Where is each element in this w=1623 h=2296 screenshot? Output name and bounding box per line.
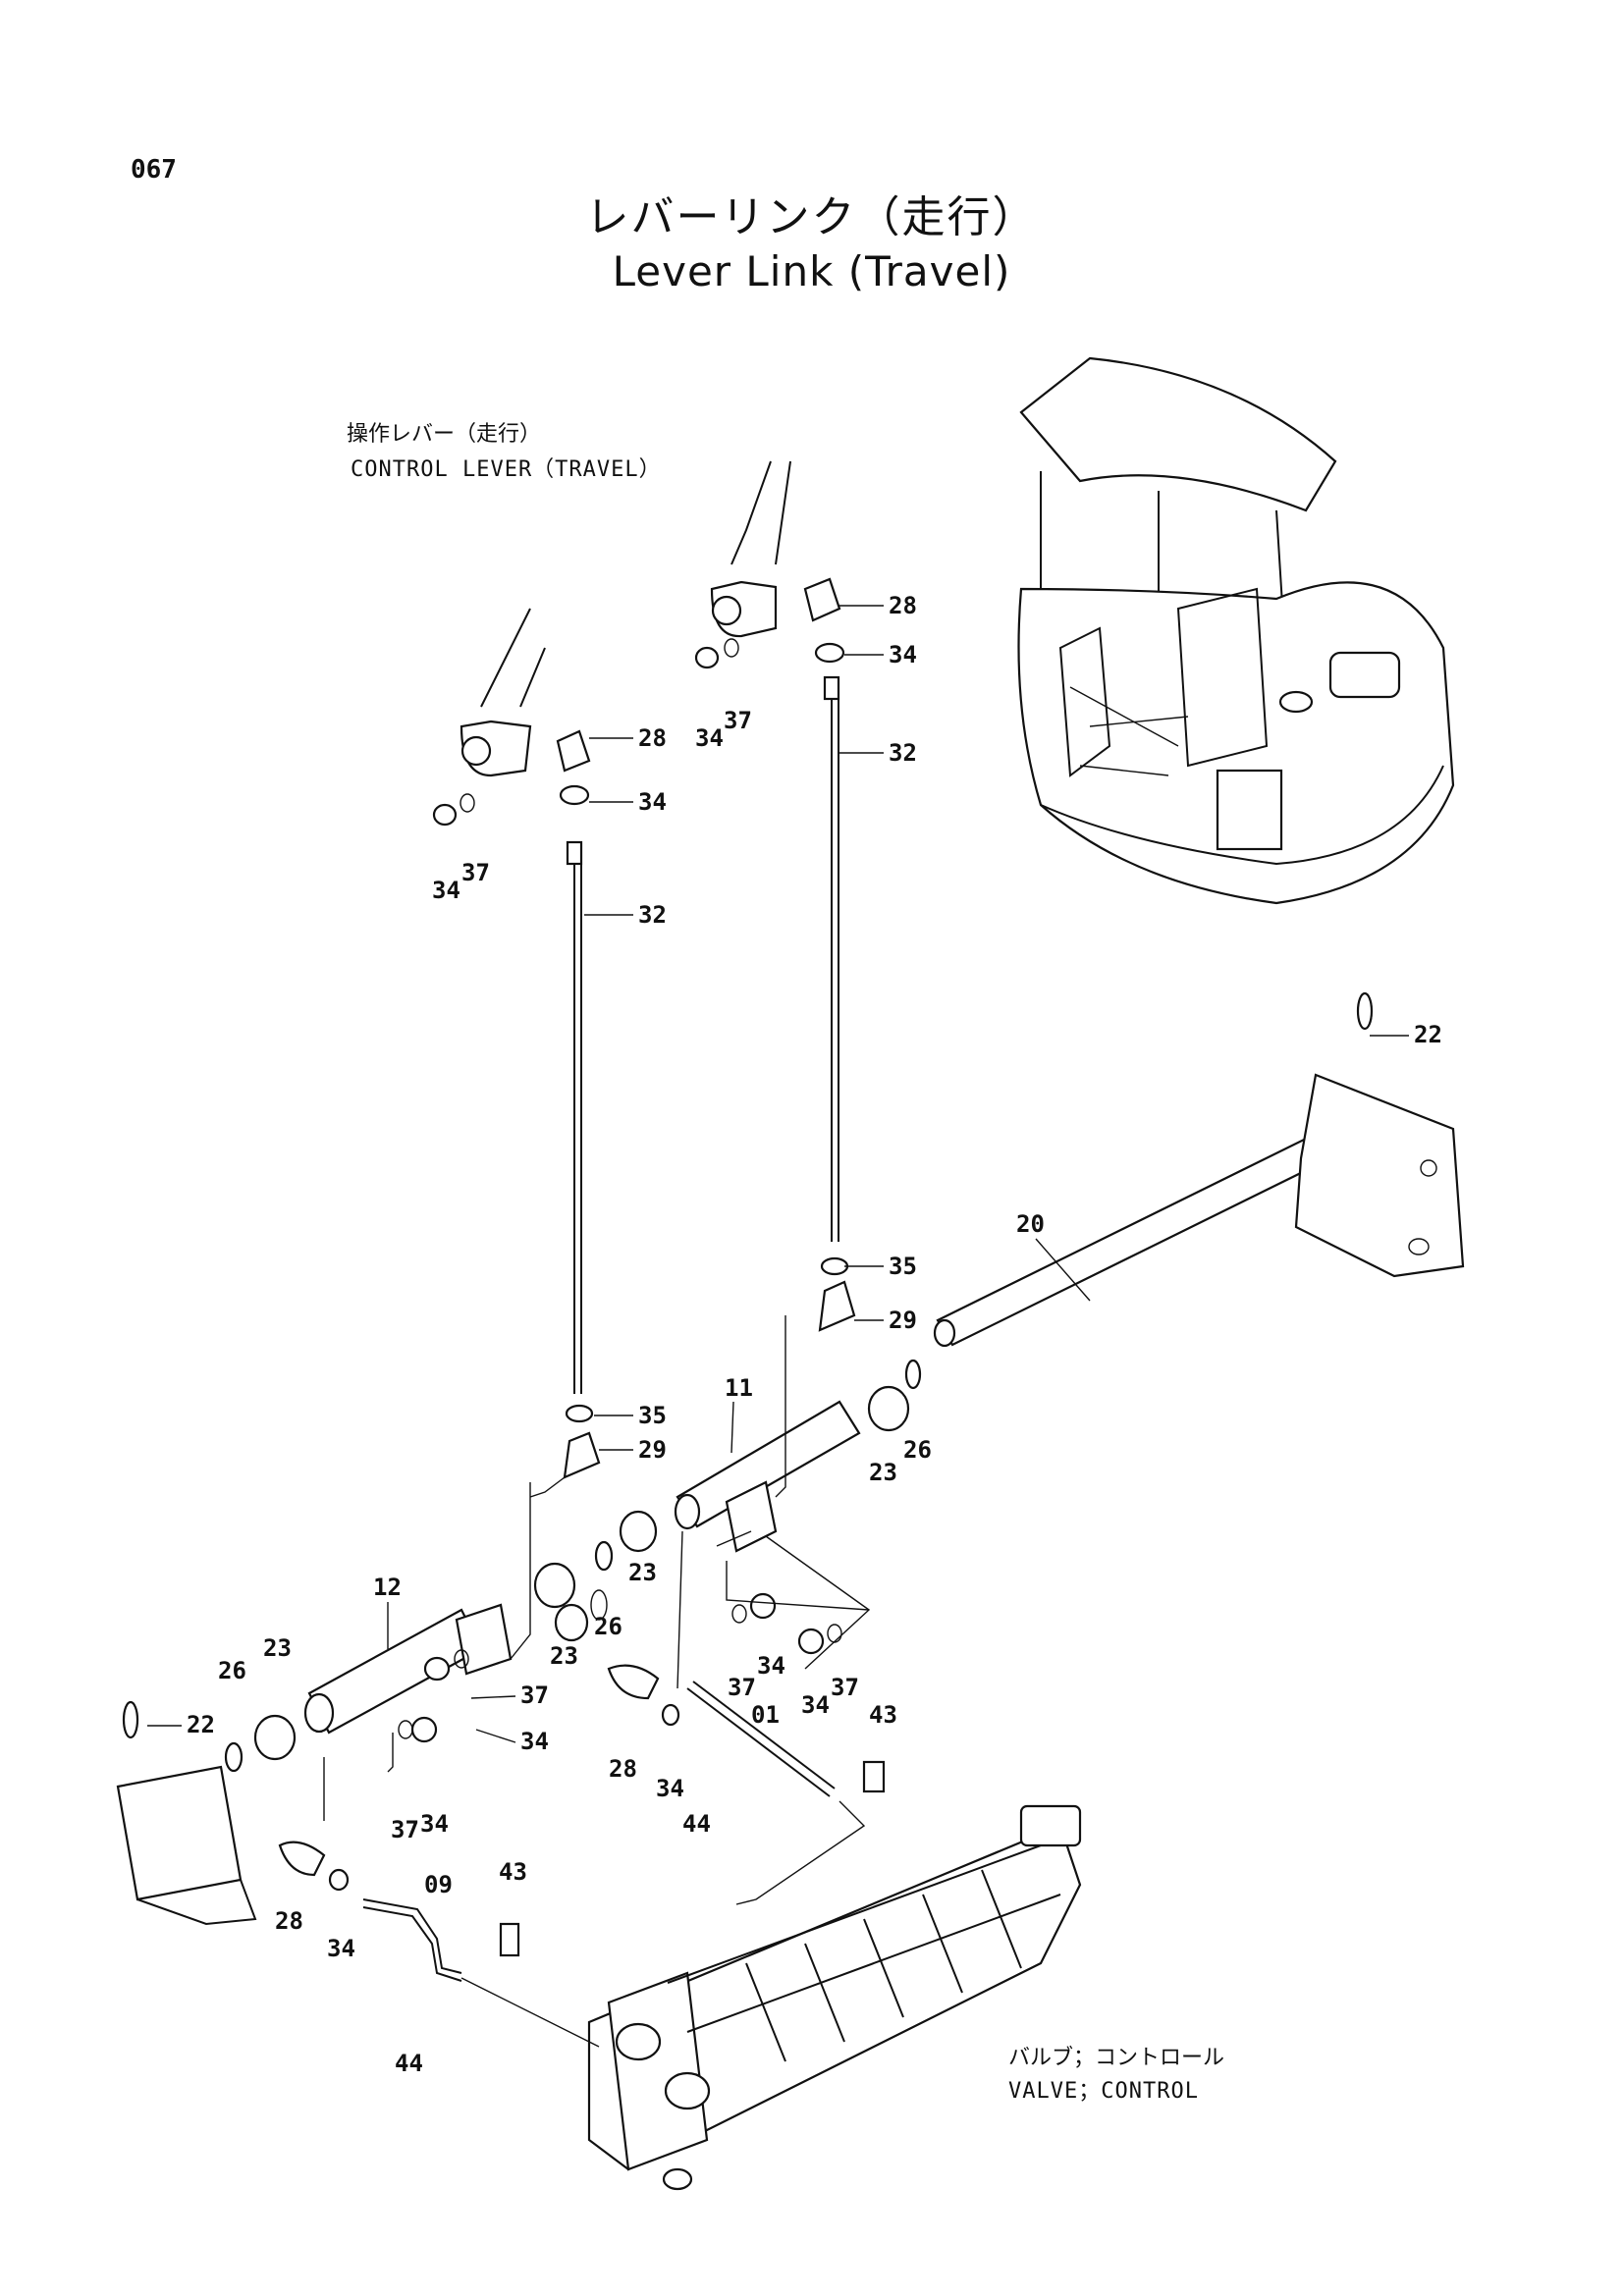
part-label: 34 [656,1775,684,1802]
right-bracket [1294,991,1465,1278]
part-number-labels: 28 34 34 37 32 28 34 34 37 32 22 20 35 2… [187,592,1442,2077]
valve-label-ja: バルブ；コントロール [1008,2046,1225,2070]
part-label: 23 [550,1642,578,1670]
part-label: 34 [757,1652,785,1680]
left-control-lever [460,608,546,777]
part-label: 26 [218,1657,246,1684]
part-label: 23 [263,1634,292,1662]
rod-09 [278,1841,520,1982]
part-label: 37 [461,859,490,886]
connection-lines [323,1315,871,2048]
part-label: 11 [725,1374,753,1402]
control-lever-label-ja: 操作レバー（走行） [347,422,542,447]
label-leaders [147,605,1409,1743]
part-label: 26 [594,1613,622,1640]
part-label: 23 [869,1459,897,1486]
left-bracket [116,1700,257,1926]
part-label: 43 [869,1701,897,1729]
part-label: 37 [728,1674,756,1701]
control-lever-label-en: CONTROL LEVER（TRAVEL） [351,457,662,482]
part-label: 12 [373,1574,402,1601]
part-label: 22 [1414,1021,1442,1048]
part-label: 43 [499,1858,527,1886]
part-label: 34 [420,1810,449,1838]
part-label: 23 [628,1559,657,1586]
part-label: 37 [831,1674,859,1701]
part-label: 01 [751,1701,780,1729]
shaft-20 [933,1137,1323,1348]
tube-11 [594,1359,922,1572]
control-valve-illustration [587,1804,1082,2191]
part-label: 34 [638,788,667,816]
part-label: 20 [1016,1210,1045,1238]
part-label: 09 [424,1871,453,1898]
part-label: 32 [889,739,917,767]
page-title-english: Lever Link (Travel) [612,247,1011,295]
part-label: 32 [638,901,667,929]
part-label: 28 [275,1907,303,1935]
rod-01 [607,1664,886,1797]
part-label: 34 [432,877,460,904]
part-label: 26 [903,1436,932,1464]
part-label: 37 [724,707,752,734]
part-label: 34 [801,1691,830,1719]
part-label: 44 [395,2050,423,2077]
part-label: 29 [889,1307,917,1334]
part-label: 34 [327,1935,355,1962]
part-label: 28 [638,724,667,752]
valve-label-en: VALVE；CONTROL [1008,2079,1199,2104]
part-label: 35 [638,1402,667,1429]
right-rod-assembly [694,577,856,1332]
page-number: 067 [131,155,177,185]
part-label: 34 [889,641,917,668]
part-label: 34 [695,724,724,752]
part-label: 34 [520,1728,549,1755]
left-rod-assembly [432,729,601,1479]
page-title-japanese: レバーリンク（走行） [585,192,1038,242]
part-label: 35 [889,1253,917,1280]
part-label: 44 [682,1810,711,1838]
part-label: 37 [391,1816,419,1843]
part-label: 37 [520,1682,549,1709]
excavator-illustration [1017,356,1455,905]
hardware-parts [398,1589,842,1743]
part-label: 28 [609,1755,637,1783]
part-label: 22 [187,1711,215,1738]
part-label: 29 [638,1436,667,1464]
right-control-lever [710,460,791,638]
part-label: 28 [889,592,917,619]
